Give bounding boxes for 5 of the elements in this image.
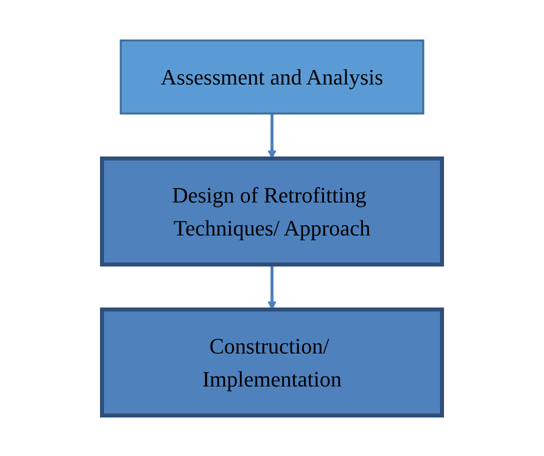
node-box: Construction/ Implementation [100,308,444,418]
node-box: Assessment and Analysis [120,40,424,114]
node-box: Design of Retrofitting Techniques/ Approach [100,156,444,266]
arrow [268,264,276,310]
arrow [268,114,276,159]
